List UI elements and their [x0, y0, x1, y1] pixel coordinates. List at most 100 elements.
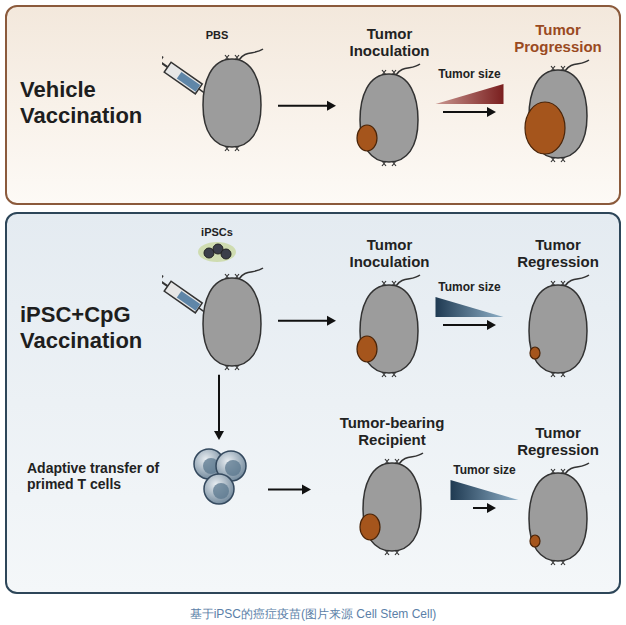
connector-line — [473, 507, 487, 509]
mouse-figure: iPSCs — [162, 226, 272, 371]
node-text: iPSCs — [201, 226, 233, 239]
t-cell — [204, 474, 234, 504]
mouse-tail — [396, 64, 420, 75]
mouse-figure: PBS — [162, 29, 272, 152]
arrow-head — [487, 107, 496, 117]
panel: Vehicle VaccinationPBSTumor InoculationT… — [5, 5, 621, 205]
mouse — [521, 273, 596, 378]
connector-arrow — [278, 316, 336, 326]
mouse-tail — [399, 453, 423, 464]
connector-line — [443, 111, 487, 113]
liquid — [177, 72, 200, 92]
mouse-tail — [565, 463, 589, 474]
edge-label: Tumor size — [438, 67, 500, 81]
mouse-body — [529, 473, 587, 561]
barrel — [164, 62, 202, 94]
mouse-feet — [225, 274, 239, 370]
arrow-head — [302, 485, 311, 495]
mouse-feet — [382, 70, 396, 166]
connector-line — [268, 489, 302, 491]
mouse-tail — [239, 49, 263, 60]
connector-arrow — [214, 375, 224, 440]
mouse-tail — [396, 275, 420, 286]
connector-line — [278, 320, 327, 322]
node-text: Tumor Progression — [502, 21, 614, 56]
tumor — [525, 102, 565, 154]
plunger-cap — [162, 275, 163, 285]
connector-line — [218, 375, 220, 431]
mouse-body — [203, 278, 261, 366]
caption: 基于iPSC的癌症疫苗(图片来源 Cell Stem Cell) — [0, 606, 626, 623]
arrow-head — [327, 316, 336, 326]
connector-arrow — [443, 320, 496, 330]
node-text: Tumor Inoculation — [342, 25, 437, 60]
node-text: Tumor Inoculation — [342, 236, 437, 271]
vaccinated-mouse — [162, 263, 272, 371]
connector-line — [278, 105, 327, 107]
mouse — [352, 273, 427, 378]
arrow-head — [487, 503, 496, 513]
mouse-feet — [225, 55, 239, 151]
node-text: Tumor Regression — [502, 424, 614, 459]
mouse-body — [529, 285, 587, 373]
ipsc-halo — [198, 242, 236, 262]
panel-fill — [6, 6, 620, 204]
tumor — [357, 336, 377, 362]
edge-label: Tumor size — [453, 463, 515, 477]
panel-fill — [6, 213, 620, 593]
tumor — [530, 347, 540, 359]
mouse-feet — [382, 281, 396, 377]
mouse-figure: Tumor-bearing Recipient — [317, 414, 467, 556]
node-text: PBS — [206, 29, 229, 42]
mouse-feet — [385, 459, 399, 555]
mouse-figure: Tumor Regression — [502, 424, 614, 566]
connector-arrow — [443, 107, 496, 117]
tumor — [357, 125, 377, 151]
edge-label: Tumor size — [438, 280, 500, 294]
mouse-figure: Tumor Regression — [502, 236, 614, 378]
mouse — [521, 58, 596, 163]
t-cells — [189, 446, 249, 506]
connector-line — [443, 324, 487, 326]
liquid — [177, 291, 200, 311]
connector-arrow — [278, 101, 336, 111]
panel: iPSC+CpG Vaccination iPSCsTumor Inoculati… — [5, 212, 621, 594]
t-cell-nucleus — [225, 460, 241, 476]
mouse-tail — [565, 60, 589, 71]
node-text: Vehicle Vaccination — [20, 77, 170, 130]
tumor — [360, 514, 380, 540]
mouse — [352, 62, 427, 167]
mouse-body — [203, 59, 261, 147]
tumor-size-wedge — [451, 480, 519, 500]
mouse-figure: Tumor Inoculation — [342, 236, 437, 378]
t-cell-nucleus — [213, 483, 229, 499]
mouse — [355, 451, 430, 556]
node-text: Tumor-bearing Recipient — [317, 414, 467, 449]
mouse-figure: Tumor Inoculation — [342, 25, 437, 167]
ipsc-cluster — [197, 241, 237, 263]
tumor — [530, 535, 540, 547]
arrow-head — [327, 101, 336, 111]
t-cell-group: Adaptive transfer of primed T cells — [27, 446, 262, 506]
tumor-size-wedge — [436, 297, 504, 317]
mouse-tail — [565, 275, 589, 286]
connector-arrow — [473, 503, 496, 513]
vaccinated-mouse — [162, 44, 272, 152]
mouse-figure: Tumor Progression — [502, 21, 614, 163]
node-text: iPSC+CpG Vaccination — [20, 302, 170, 355]
plunger — [162, 61, 168, 67]
barrel — [164, 281, 202, 313]
mouse-tail — [239, 268, 263, 279]
arrow-head — [214, 431, 224, 440]
mouse — [521, 461, 596, 566]
plunger — [162, 280, 168, 286]
ipsc-cell — [221, 249, 231, 259]
mouse-feet — [551, 469, 565, 565]
arrow-head — [487, 320, 496, 330]
node-text: Adaptive transfer of primed T cells — [27, 460, 177, 492]
node-text: Tumor Regression — [502, 236, 614, 271]
mouse-feet — [551, 281, 565, 377]
connector-arrow — [268, 485, 311, 495]
plunger-cap — [162, 56, 163, 66]
tumor-size-wedge — [436, 84, 504, 104]
